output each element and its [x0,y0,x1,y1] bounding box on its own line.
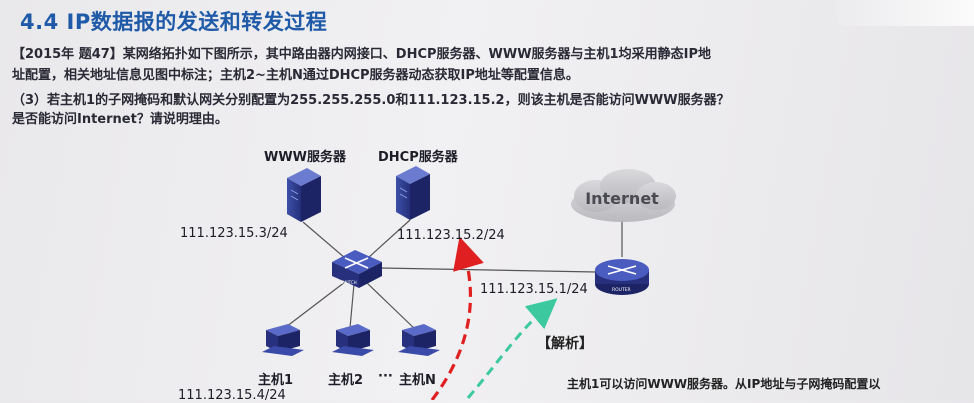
www-server-icon [287,168,321,222]
link-switch-hostN [365,281,417,331]
page-title: 4.4 IP数据报的发送和转发过程 [20,10,328,34]
host2-icon [332,324,374,356]
host1-ip-label: 111.123.15.4/24 [178,388,286,403]
question-line-1: 【2015年 题47】某网络拓扑如下图所示，其中路由器内网接口、DHCP服务器、… [12,47,711,62]
question-line-3: （3）若主机1的子网掩码和默认网关分别配置为255.255.255.0和111.… [12,93,730,108]
link-switch-host2 [349,283,355,329]
dhcp-server-icon [396,166,430,220]
www-server-label: WWW服务器 [264,150,347,165]
switch-icon: SWITCH [332,250,382,288]
link-switch-dhcp [367,219,411,259]
host1-label: 主机1 [258,373,294,388]
hostN-label: 主机N [399,373,436,388]
green-dashed-arrow [466,298,558,399]
question-line-2: 址配置，相关地址信息见图中标注；主机2~主机N通过DHCP服务器动态获取IP地址… [12,68,579,83]
router-ip-label: 111.123.15.1/24 [480,282,588,297]
question-line-4: 是否能访问Internet？请说明理由。 [12,112,228,127]
host-ellipsis: ··· [378,369,393,384]
host2-label: 主机2 [328,373,364,388]
dhcp-server-label: DHCP服务器 [378,150,458,165]
analysis-title: 【解析】 [537,336,593,352]
screen-glare [836,0,974,26]
internet-label: Internet [585,189,659,208]
link-switch-www [302,221,346,259]
switch-caption: SWITCH [341,280,357,285]
link-switch-host1 [281,281,346,331]
hostN-icon [398,324,440,356]
link-switch-router [379,267,597,273]
internet-cloud-icon: Internet [571,169,676,222]
red-dashed-arrow [430,236,484,400]
dhcp-ip-label: 111.123.15.2/24 [397,228,505,243]
analysis-text: 主机1可以访问WWW服务器。从IP地址与子网掩码配置以 [567,377,881,391]
host1-icon [262,324,304,356]
www-ip-label: 111.123.15.3/24 [180,226,288,241]
router-caption: ROUTER [612,287,631,293]
router-icon: ROUTER [595,259,649,295]
links [281,219,623,331]
